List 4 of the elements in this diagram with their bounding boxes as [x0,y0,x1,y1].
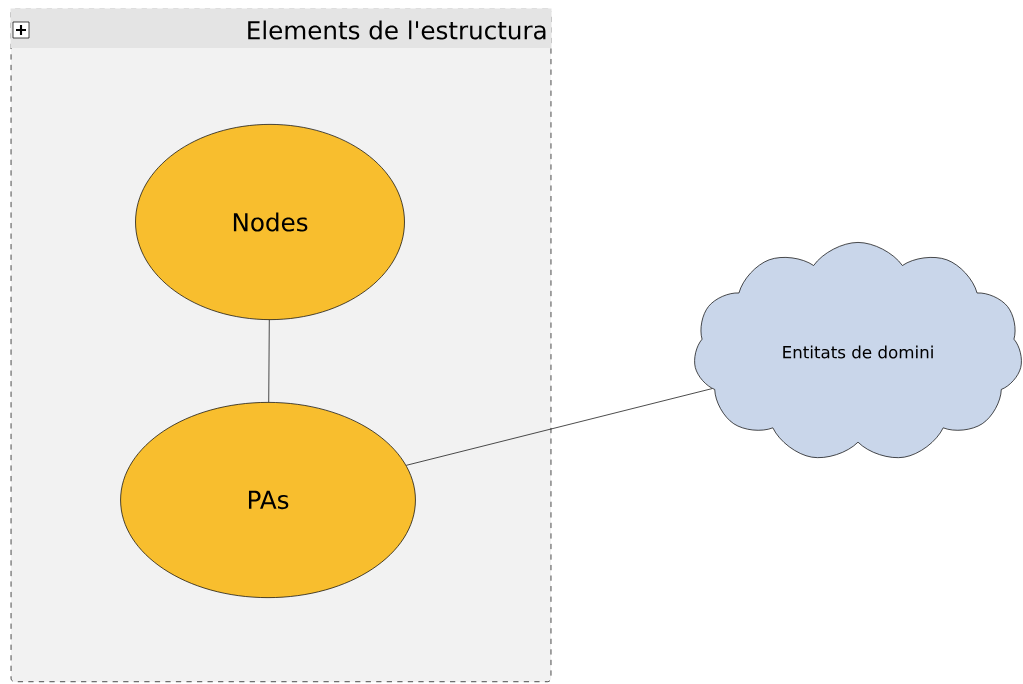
connector-line [268,319,270,403]
ellipse-node: PAs [120,402,416,598]
connector-line [405,388,713,466]
ellipse-node: Nodes [135,124,405,320]
